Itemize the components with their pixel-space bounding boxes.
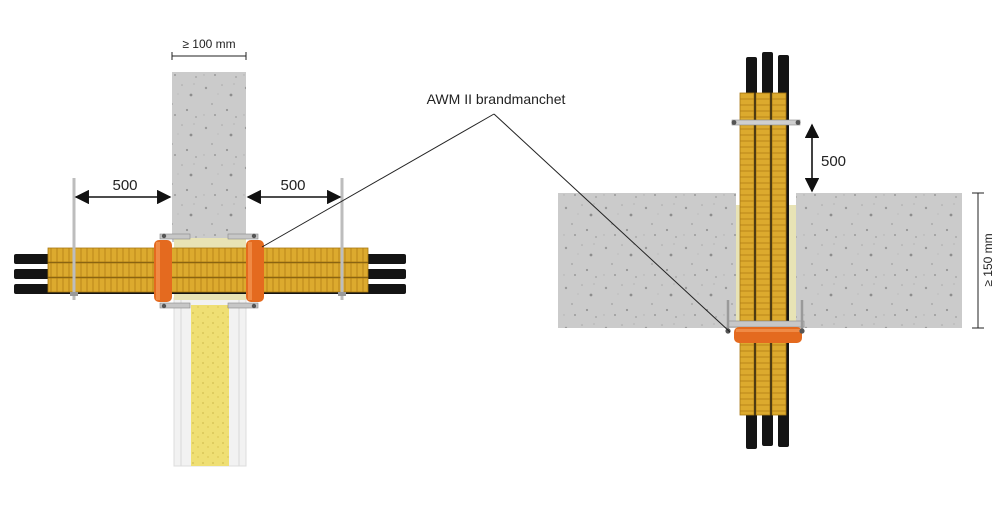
cable-tray-vertical — [739, 92, 787, 416]
floor-detail: 500 ≥ 150 mm — [558, 52, 995, 449]
dimension-wall-thickness: ≥ 100 mm — [171, 37, 247, 60]
wall-detail: ≥ 100 mm 500 500 — [14, 37, 406, 467]
concrete-floor-left — [558, 193, 736, 328]
callout-leader-lines: AWM II brandmanchet — [261, 91, 731, 333]
dimension-right-distance: 500 — [246, 177, 342, 205]
support-clamp-top — [731, 119, 801, 126]
vertical-distance-label: 500 — [821, 153, 846, 170]
wall-thickness-label: ≥ 100 mm — [182, 37, 235, 51]
dimension-floor-thickness: ≥ 150 mm — [972, 192, 995, 329]
partition-wall-insulation — [191, 305, 229, 466]
fire-collar-floor — [725, 300, 805, 343]
callout-label: AWM II brandmanchet — [427, 91, 566, 107]
left-distance-label: 500 — [112, 177, 137, 194]
cable-tray-horizontal — [47, 247, 369, 293]
dimension-vertical-distance: 500 — [804, 123, 846, 193]
concrete-wall — [172, 72, 246, 242]
floor-thickness-label: ≥ 150 mm — [981, 233, 995, 286]
fire-collar-left — [154, 233, 191, 309]
dimension-left-distance: 500 — [74, 177, 172, 205]
fire-collar-right — [227, 233, 264, 309]
right-distance-label: 500 — [280, 177, 305, 194]
concrete-floor-right — [796, 193, 962, 328]
support-rods-left — [70, 178, 346, 300]
